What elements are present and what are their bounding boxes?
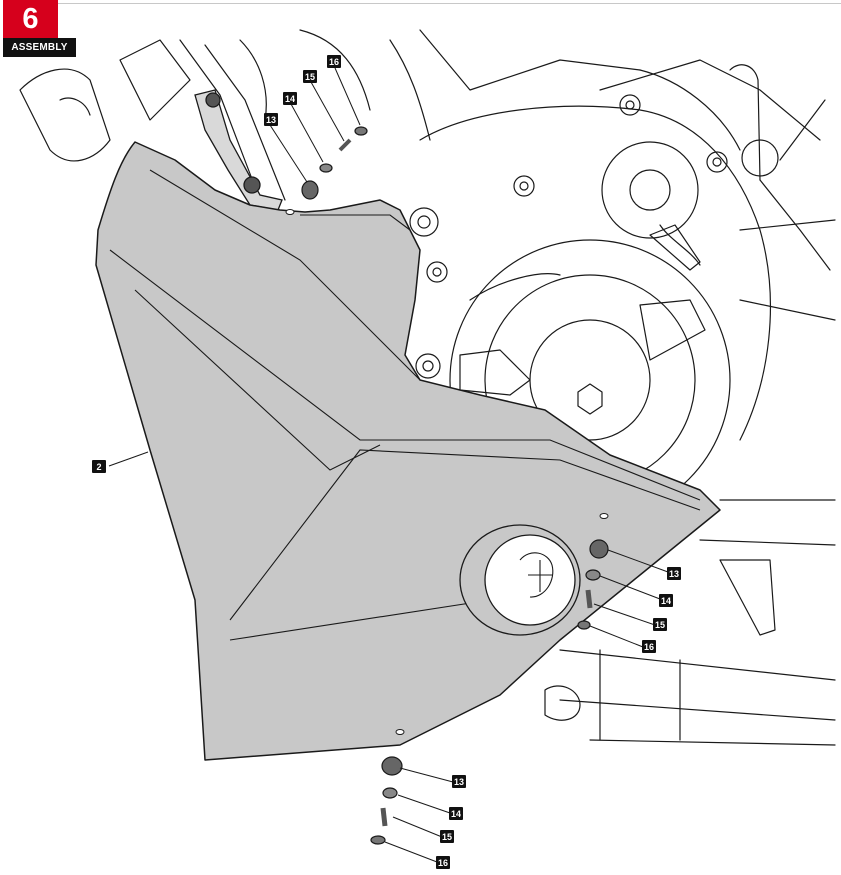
fastener-set-right [577, 539, 609, 630]
fastener-set-bottom [370, 756, 403, 845]
callout-part-14-top: 14 [283, 92, 297, 105]
callout-part-15-right: 15 [653, 618, 667, 631]
belly-pan-panel [95, 141, 721, 761]
fastener-set-top [301, 126, 368, 200]
callout-part-14-bottom: 14 [449, 807, 463, 820]
step-number-badge: 6 [3, 0, 58, 38]
callout-part-16-bottom: 16 [436, 856, 450, 869]
callout-part-13-right: 13 [667, 567, 681, 580]
callout-part-16-top: 16 [327, 55, 341, 68]
callout-part-15-bottom: 15 [440, 830, 454, 843]
callout-part-16-right: 16 [642, 640, 656, 653]
callout-part-2: 2 [92, 460, 106, 473]
leader-lines [108, 67, 669, 863]
callout-part-13-top: 13 [264, 113, 278, 126]
section-label: ASSEMBLY [3, 38, 76, 57]
callout-part-14-right: 14 [659, 594, 673, 607]
top-rule [58, 3, 841, 4]
mounting-bracket [194, 89, 283, 211]
callout-part-15-top: 15 [303, 70, 317, 83]
callout-part-13-bottom: 13 [452, 775, 466, 788]
